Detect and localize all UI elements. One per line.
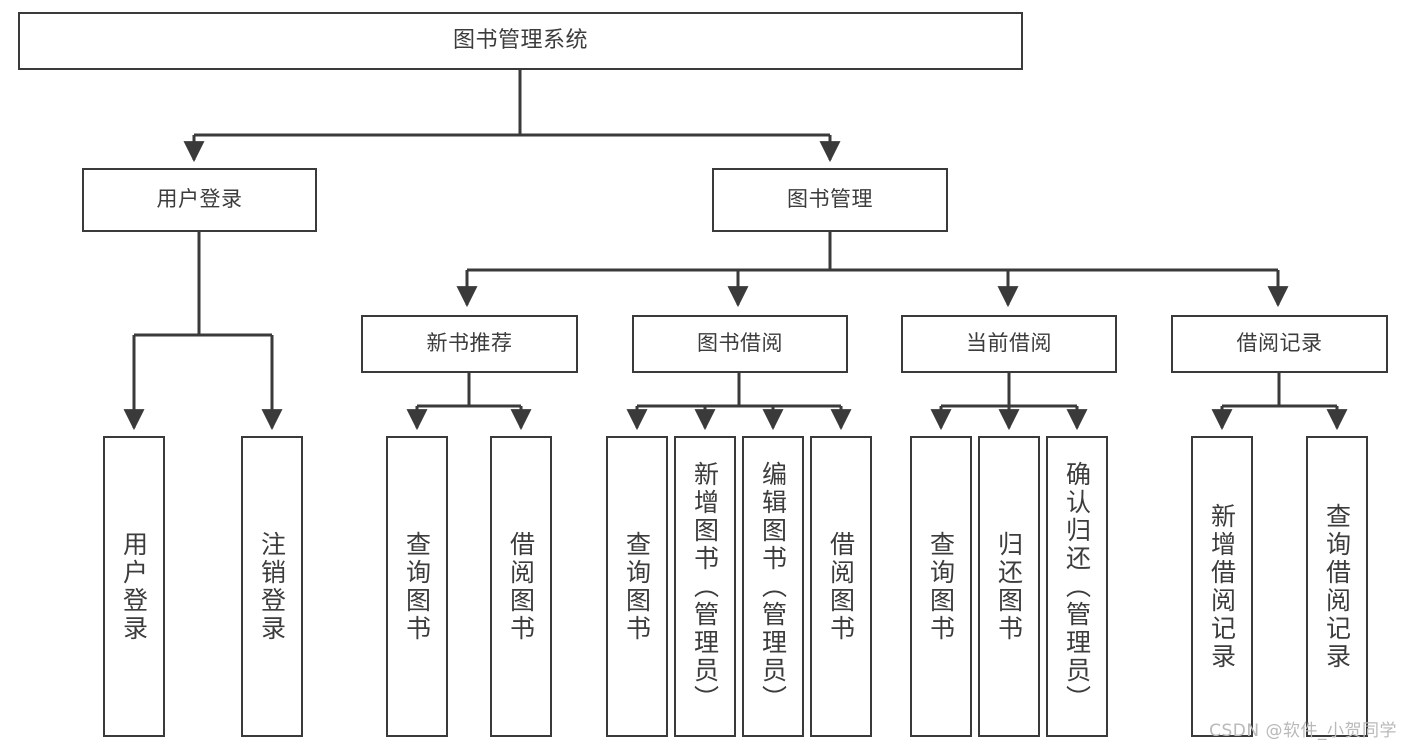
node-leaf-query-book-1-label: 查询图书: [402, 530, 432, 643]
node-book-borrow-label: 图书借阅: [697, 331, 783, 356]
node-leaf-confirm-return-label: 确认归还（管理员）: [1062, 460, 1092, 713]
node-user-login[interactable]: 用户登录: [82, 168, 317, 232]
node-leaf-query-book-2[interactable]: 查询图书: [606, 436, 668, 737]
node-new-book-recommend[interactable]: 新书推荐: [361, 315, 578, 373]
node-leaf-return-book[interactable]: 归还图书: [978, 436, 1040, 737]
node-leaf-query-book-3[interactable]: 查询图书: [910, 436, 972, 737]
node-current-borrow[interactable]: 当前借阅: [901, 315, 1117, 373]
node-new-book-recommend-label: 新书推荐: [426, 331, 513, 356]
node-leaf-borrow-book-2-label: 借阅图书: [826, 530, 856, 643]
node-book-manage-label: 图书管理: [787, 187, 873, 212]
node-root[interactable]: 图书管理系统: [18, 12, 1023, 70]
node-leaf-add-record[interactable]: 新增借阅记录: [1191, 436, 1253, 737]
node-current-borrow-label: 当前借阅: [966, 331, 1052, 356]
node-book-borrow[interactable]: 图书借阅: [632, 315, 848, 373]
node-leaf-logout-login[interactable]: 注销登录: [241, 436, 303, 737]
node-leaf-query-book-2-label: 查询图书: [622, 530, 652, 643]
node-user-login-label: 用户登录: [156, 187, 243, 212]
node-leaf-logout-login-label: 注销登录: [257, 530, 287, 643]
node-leaf-query-record[interactable]: 查询借阅记录: [1306, 436, 1368, 737]
node-borrow-record-label: 借阅记录: [1236, 331, 1323, 356]
node-leaf-return-book-label: 归还图书: [994, 530, 1024, 643]
node-leaf-user-login-label: 用户登录: [119, 530, 149, 643]
node-leaf-confirm-return[interactable]: 确认归还（管理员）: [1046, 436, 1108, 737]
node-leaf-borrow-book-1[interactable]: 借阅图书: [490, 436, 552, 737]
node-borrow-record[interactable]: 借阅记录: [1171, 315, 1388, 373]
node-leaf-edit-book[interactable]: 编辑图书（管理员）: [742, 436, 804, 737]
node-leaf-query-book-3-label: 查询图书: [926, 530, 956, 643]
node-leaf-add-book-label: 新增图书（管理员）: [690, 460, 720, 713]
node-leaf-borrow-book-1-label: 借阅图书: [506, 530, 536, 643]
node-leaf-query-record-label: 查询借阅记录: [1322, 502, 1352, 671]
node-root-label: 图书管理系统: [452, 27, 588, 53]
node-leaf-edit-book-label: 编辑图书（管理员）: [758, 460, 788, 713]
node-leaf-add-book[interactable]: 新增图书（管理员）: [674, 436, 736, 737]
node-leaf-borrow-book-2[interactable]: 借阅图书: [810, 436, 872, 737]
csdn-watermark: CSDN @软件_小贺同学: [1209, 721, 1397, 741]
node-book-manage[interactable]: 图书管理: [712, 168, 948, 232]
node-leaf-user-login[interactable]: 用户登录: [103, 436, 165, 737]
node-leaf-query-book-1[interactable]: 查询图书: [386, 436, 448, 737]
node-leaf-add-record-label: 新增借阅记录: [1207, 502, 1237, 671]
